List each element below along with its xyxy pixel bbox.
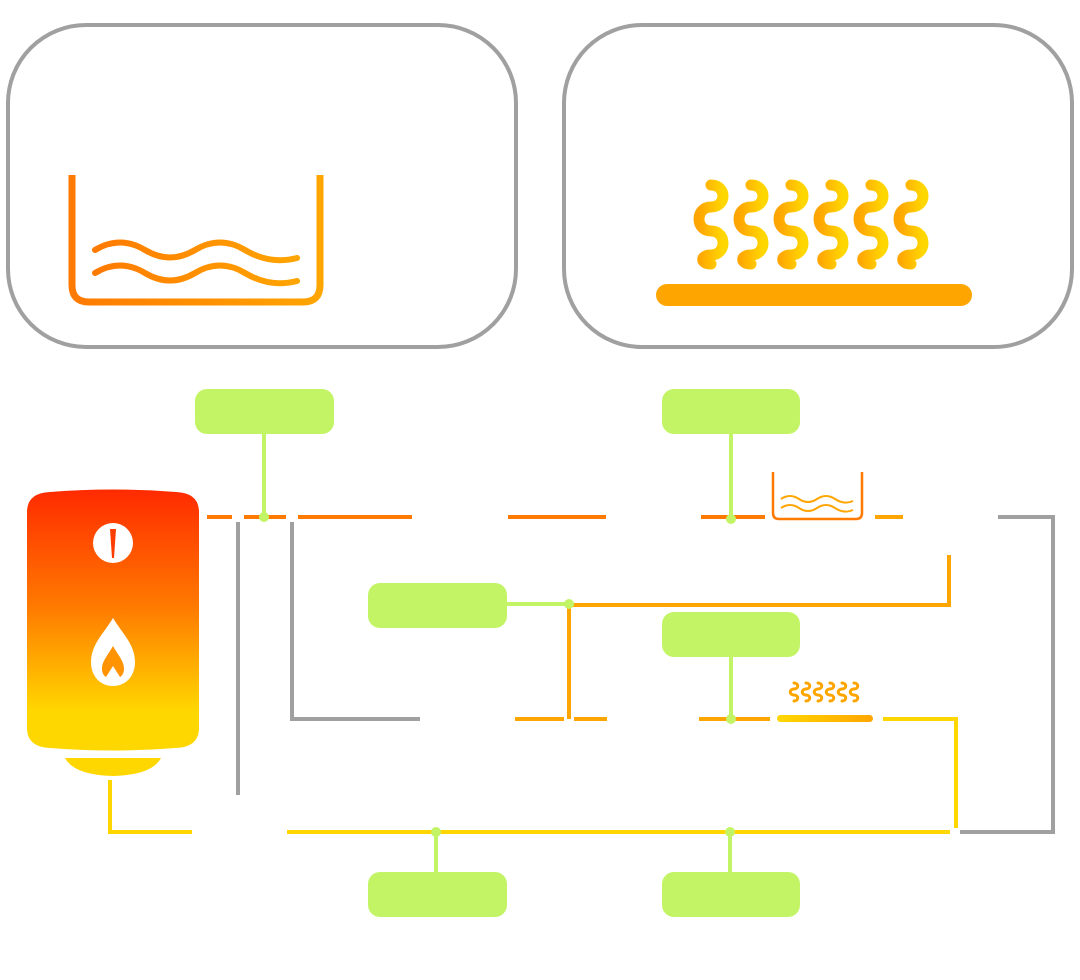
gauge-icon xyxy=(93,523,133,563)
floor-heating-icon xyxy=(656,179,972,306)
sensor-tag-3 xyxy=(368,583,507,628)
floor-heating-panel xyxy=(562,23,1074,349)
hot-water-tank-panel xyxy=(6,23,518,349)
sensor-tag-5 xyxy=(368,872,507,917)
floor-heating-mini-icon xyxy=(777,681,873,722)
sensor-connectors xyxy=(262,432,733,873)
sensor-junctions xyxy=(259,512,736,837)
sensor-tag-6 xyxy=(662,872,800,917)
sensor-tag-4 xyxy=(662,612,800,657)
water-tank-icon xyxy=(68,175,324,306)
flame-icon xyxy=(91,618,135,686)
tank-mini-icon xyxy=(771,472,864,521)
sensor-tag-1 xyxy=(195,389,334,434)
warm-pipes xyxy=(515,555,951,721)
cold-pipes xyxy=(236,515,1055,834)
return-pipes xyxy=(108,717,958,834)
sensor-tag-2 xyxy=(662,389,800,434)
boiler xyxy=(27,489,199,776)
